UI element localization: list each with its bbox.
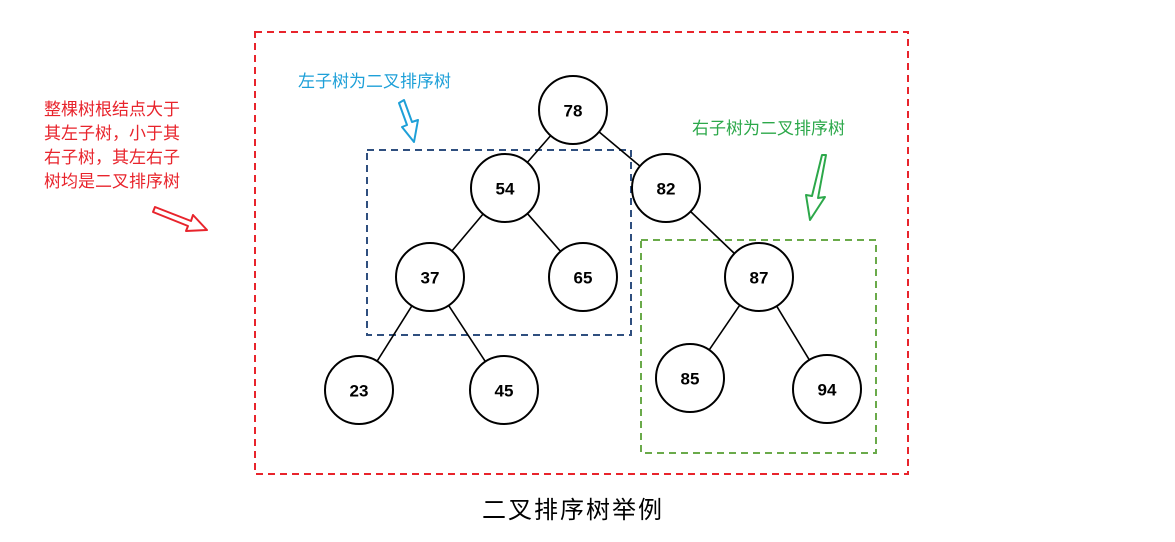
tree-node-label: 87 [750, 269, 769, 288]
tree-node-label: 37 [421, 269, 440, 288]
tree-edge [598, 131, 641, 167]
whole-tree-frame [254, 31, 909, 475]
right-subtree-annotation: 右子树为二叉排序树 [692, 119, 845, 139]
diagram-caption: 二叉排序树举例 [482, 496, 664, 524]
tree-node-label: 45 [495, 382, 514, 401]
right-subtree-arrow [805, 154, 827, 221]
left-subtree-arrow [398, 99, 419, 143]
tree-edge [708, 304, 741, 351]
whole-tree-annotation: 整棵树根结点大于 其左子树，小于其 右子树，其左右子 树均是二叉排序树 [44, 98, 180, 194]
tree-node-82: 82 [631, 153, 701, 223]
tree-node-label: 23 [350, 382, 369, 401]
tree-edges [376, 131, 811, 362]
tree-nodes: 78 54 82 37 65 87 23 45 85 94 [324, 75, 862, 425]
tree-node-65: 65 [548, 242, 618, 312]
tree-node-circle [548, 242, 618, 312]
tree-node-circle [469, 355, 539, 425]
tree-edge [690, 210, 735, 255]
tree-node-circle [538, 75, 608, 145]
tree-node-78: 78 [538, 75, 608, 145]
tree-node-label: 82 [657, 180, 676, 199]
tree-node-87: 87 [724, 242, 794, 312]
left-subtree-annotation: 左子树为二叉排序树 [298, 72, 451, 92]
tree-node-label: 54 [496, 180, 515, 199]
whole-tree-annotation-line: 树均是二叉排序树 [44, 172, 180, 192]
tree-node-37: 37 [395, 242, 465, 312]
tree-edge [447, 305, 487, 362]
tree-node-45: 45 [469, 355, 539, 425]
right-subtree-box [640, 239, 877, 454]
whole-tree-arrow [152, 206, 208, 232]
tree-edge [376, 305, 413, 362]
tree-node-label: 65 [574, 269, 593, 288]
tree-node-94: 94 [792, 354, 862, 424]
tree-node-circle [395, 242, 465, 312]
whole-tree-annotation-line: 其左子树，小于其 [44, 124, 180, 144]
tree-node-54: 54 [470, 153, 540, 223]
tree-edge [526, 135, 552, 163]
whole-tree-annotation-line: 整棵树根结点大于 [44, 100, 180, 120]
tree-edge [526, 213, 562, 252]
tree-node-circle [724, 242, 794, 312]
tree-node-circle [655, 343, 725, 413]
tree-node-circle [324, 355, 394, 425]
tree-edge [451, 213, 484, 252]
tree-edge [775, 305, 811, 361]
whole-tree-annotation-line: 右子树，其左右子 [44, 148, 180, 168]
tree-node-label: 94 [818, 381, 837, 400]
tree-node-label: 85 [681, 370, 700, 389]
tree-node-circle [470, 153, 540, 223]
tree-node-circle [631, 153, 701, 223]
tree-node-85: 85 [655, 343, 725, 413]
tree-node-label: 78 [564, 102, 583, 121]
left-subtree-box [366, 149, 632, 336]
tree-node-circle [792, 354, 862, 424]
tree-node-23: 23 [324, 355, 394, 425]
